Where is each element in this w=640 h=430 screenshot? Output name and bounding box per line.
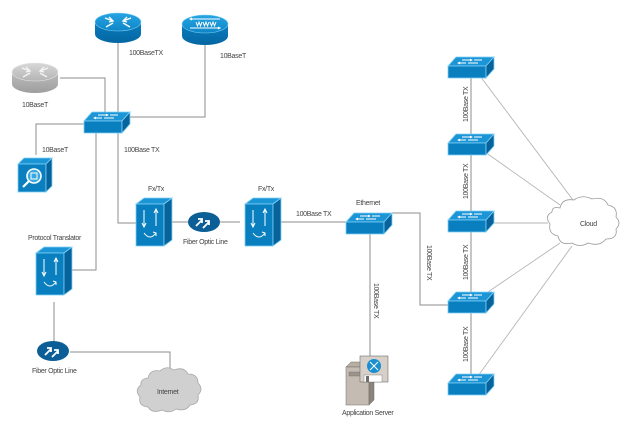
main-switch[interactable] (83, 111, 131, 134)
fiber-left-label: Fiber Optic Line (32, 368, 77, 375)
internet-label: Internet (157, 389, 179, 396)
link-label-fxtx2-ethernet: 100Base TX (296, 211, 332, 218)
fiber-optic-mid[interactable] (187, 211, 221, 233)
cloud-label: Cloud (580, 221, 597, 228)
wire-sw2-cloud (484, 151, 561, 206)
router-top[interactable] (94, 12, 142, 43)
application-server[interactable] (345, 355, 389, 406)
link-label-monitor: 10BaseT (42, 147, 69, 154)
switch-4[interactable] (447, 291, 495, 314)
wire-fiber-internet (70, 351, 171, 372)
gray-router-label: 10BaseT (22, 102, 49, 109)
protocol-translator-label: Protocol Translator (28, 235, 82, 242)
wire-gray-router-main (60, 77, 106, 112)
link-label-sw3-sw4: 100Base TX (463, 244, 470, 280)
internet-cloud[interactable]: Internet (136, 367, 202, 413)
ethernet-label: Ethernet (356, 200, 380, 207)
wire-sw4-cloud (487, 242, 561, 293)
link-label-sw1-sw2: 100Base TX (463, 86, 470, 122)
ethernet-switch[interactable] (345, 212, 393, 235)
wire-main-monitor (35, 123, 84, 155)
fxtx-1-label: Fx/Tx (148, 186, 165, 193)
gray-router[interactable] (11, 62, 59, 93)
link-label-sw4-sw5: 100Base TX (463, 326, 470, 362)
wire-ethernet-sw4 (392, 212, 450, 306)
fiber-mid-label: Fiber Optic Line (183, 239, 228, 246)
link-label-ethernet-server: 100Base TX (372, 283, 379, 319)
cloud[interactable]: Cloud (547, 196, 620, 246)
wires (35, 38, 574, 377)
wire-sw1-cloud (479, 75, 574, 201)
fiber-optic-left[interactable] (36, 340, 70, 362)
router-arrows-icon (104, 16, 132, 28)
wire-sw5-cloud (477, 245, 573, 377)
switch-5[interactable] (447, 373, 495, 396)
protocol-translator[interactable] (35, 246, 73, 296)
link-label-router-top: 100BaseTX (129, 50, 164, 57)
switch-1[interactable] (447, 56, 495, 79)
fxtx-1[interactable] (135, 197, 173, 247)
app-server-label: Application Server (342, 410, 394, 417)
wire-main-translator (70, 133, 97, 271)
magnifier-icon (22, 168, 42, 188)
switch-2[interactable] (447, 133, 495, 156)
wire-www-main (124, 38, 206, 118)
wire-main-fxtx1 (117, 133, 138, 224)
router-arrows-icon (21, 66, 49, 78)
link-label-sw2-sw3: 100Base TX (463, 163, 470, 199)
link-label-ethernet-sw4: 100Base TX (425, 245, 432, 281)
switch-3[interactable] (447, 210, 495, 233)
fxtx-2-label: Fx/Tx (258, 186, 275, 193)
analyzer-device[interactable] (17, 157, 53, 193)
www-router[interactable] (181, 14, 229, 45)
link-label-www: 10BaseT (220, 53, 247, 60)
www-icon (188, 17, 222, 30)
router-arrows-icon (369, 361, 379, 371)
fxtx-2[interactable] (244, 197, 282, 247)
link-label-main-fxtx: 100Base TX (124, 147, 160, 154)
